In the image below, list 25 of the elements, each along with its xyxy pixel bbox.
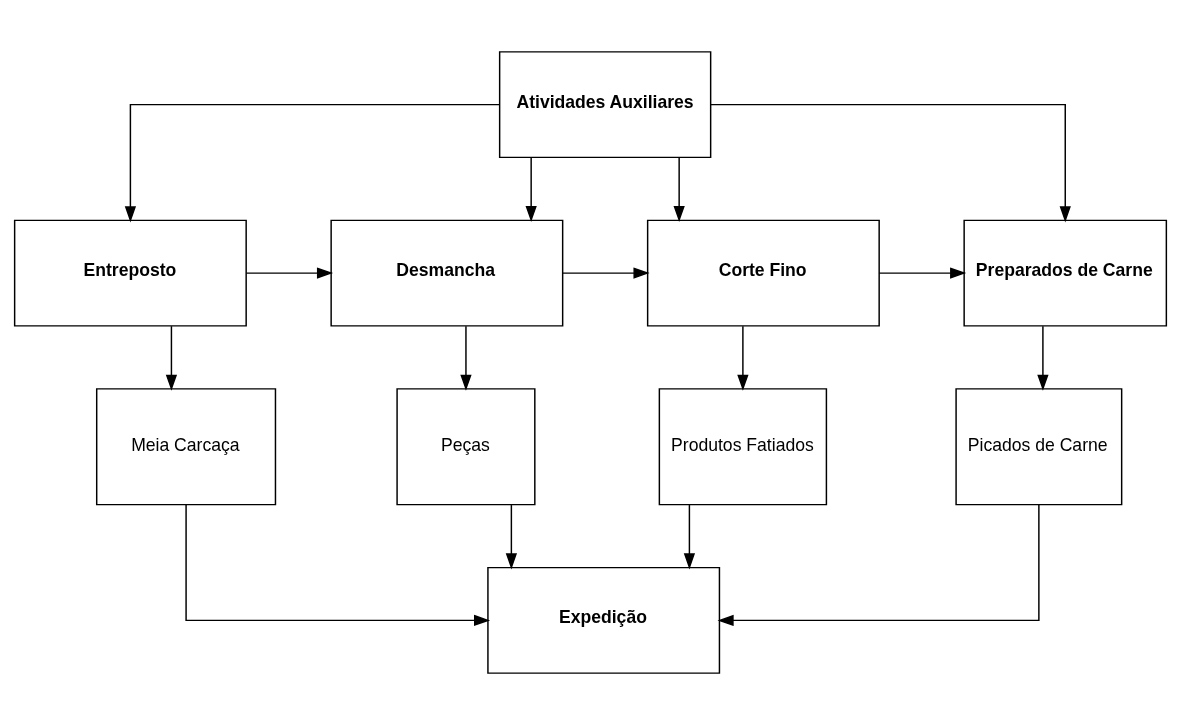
arrow: [245, 266, 334, 279]
arrow: [683, 503, 696, 569]
node-box: Entreposto: [13, 219, 247, 327]
arrow: [165, 324, 178, 391]
arrow: [717, 503, 1040, 626]
arrow: [673, 156, 685, 222]
arrow: [878, 266, 967, 279]
node-box: Meia Carcaça: [95, 387, 277, 505]
node-box: Produtos Fatiados: [658, 387, 828, 505]
arrow: [505, 503, 518, 569]
node-box: Corte Fino: [646, 219, 880, 327]
arrow: [525, 156, 537, 222]
node-box: Atividades Auxiliares: [498, 50, 712, 158]
node-box: Preparados de Carne: [963, 219, 1168, 327]
arrow: [562, 266, 650, 279]
arrow: [460, 324, 472, 391]
arrow: [737, 324, 749, 391]
arrow: [185, 503, 491, 626]
node-box: Picados de Carne: [955, 387, 1123, 505]
node-box: Desmancha: [330, 219, 564, 327]
node-box: Expedição: [487, 566, 721, 674]
arrow: [709, 103, 1071, 222]
arrow: [124, 103, 500, 222]
arrow: [1037, 324, 1049, 391]
node-box: Peças: [396, 387, 536, 505]
